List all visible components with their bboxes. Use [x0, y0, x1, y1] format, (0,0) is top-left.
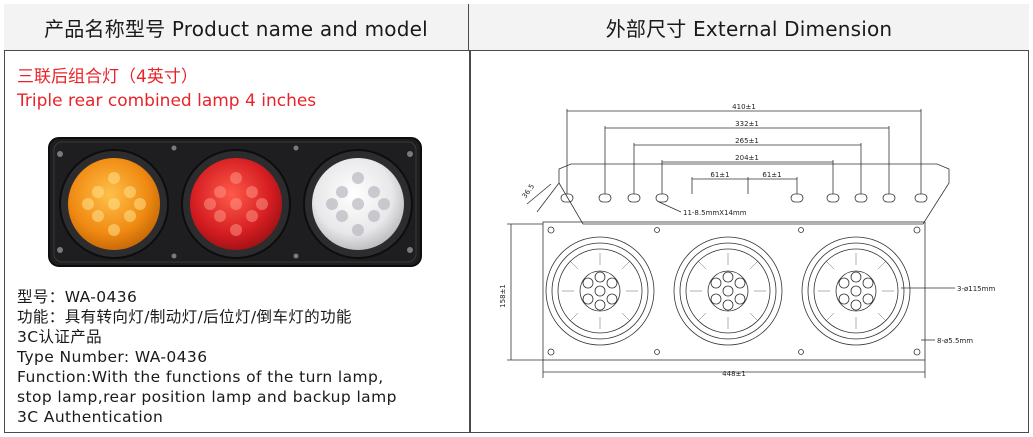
dim-265: 265±1 [735, 137, 759, 145]
dim-158: 158±1 [499, 284, 507, 308]
white-lamp [303, 149, 413, 259]
dim-410: 410±1 [732, 103, 756, 111]
dim-332: 332±1 [735, 120, 759, 128]
dimension-header: 外部尺寸 External Dimension [469, 4, 1029, 51]
column-divider [469, 4, 471, 433]
lamp-outline-middle [673, 236, 783, 346]
dimension-header-title: 外部尺寸 External Dimension [605, 16, 893, 41]
dim-61-right: 61±1 [762, 171, 781, 179]
function-cn: 功能：具有转向灯/制动灯/后位灯/倒车灯的功能 [17, 308, 352, 326]
product-name-cn: 三联后组合灯（4英寸） [17, 67, 198, 87]
dim-204: 204±1 [735, 154, 759, 162]
product-photo [48, 137, 422, 267]
dim-angle: 36.5 [521, 183, 536, 200]
amber-lamp [59, 149, 169, 259]
dimension-drawing: 410±1 332±1 265±1 204±1 61±1 61±1 448±1 … [499, 103, 995, 378]
lamp-outlines [545, 236, 911, 346]
function-en-line-2: stop lamp,rear position lamp and backup … [17, 388, 397, 406]
hole-diameter-label: 8-ø5.5mm [937, 337, 973, 345]
type-number-cn: 型号：WA-0436 [17, 288, 138, 306]
certification-cn: 3C认证产品 [17, 328, 103, 346]
lamp-outline-left [545, 236, 655, 346]
dim-448: 448±1 [722, 370, 746, 378]
lamp-outline-right [801, 236, 911, 346]
certification-en: 3C Authentication [17, 408, 164, 426]
slot-label: 11-8.5mmX14mm [683, 209, 747, 217]
dim-61-left: 61±1 [710, 171, 729, 179]
product-header: 产品名称型号 Product name and model [4, 4, 469, 51]
lamp-diameter-label: 3-ø115mm [957, 285, 995, 293]
red-lamp [181, 149, 291, 259]
product-header-title: 产品名称型号 Product name and model [44, 16, 428, 41]
type-number-en: Type Number: WA-0436 [17, 348, 208, 366]
product-name-en: Triple rear combined lamp 4 inches [17, 91, 317, 111]
function-en-line-1: Function:With the functions of the turn … [17, 368, 384, 386]
